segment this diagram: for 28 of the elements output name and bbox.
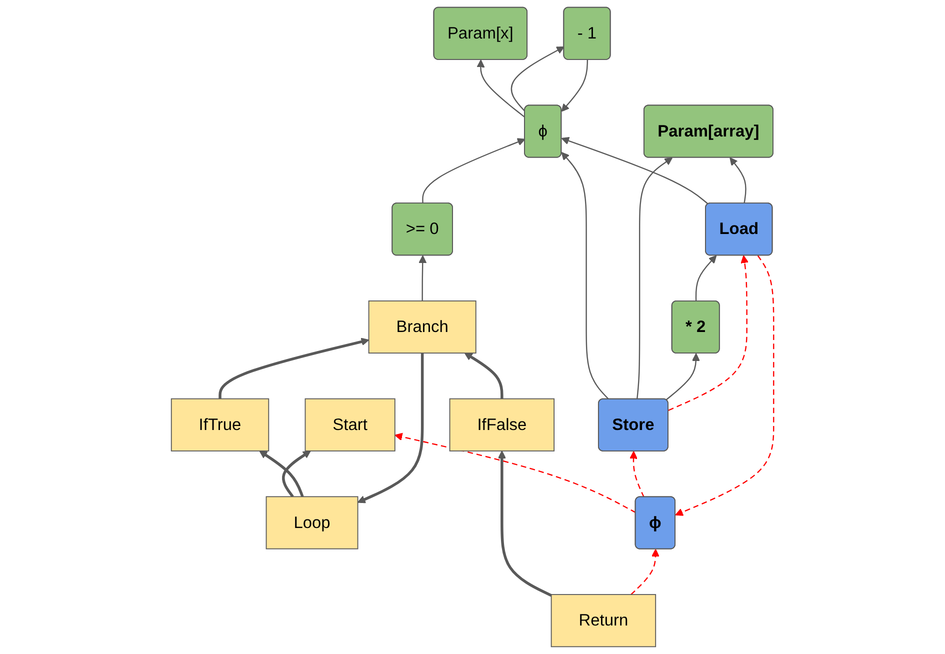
arrow [418, 255, 427, 301]
arrow [464, 352, 504, 399]
arrow [394, 432, 636, 514]
node-box: Return [550, 594, 656, 648]
node-box: Loop [266, 496, 358, 550]
arrow [357, 353, 424, 504]
arrow [218, 338, 370, 399]
arrow [636, 157, 673, 400]
node-box: IfFalse [449, 398, 555, 452]
arrow [476, 60, 526, 118]
arrow [282, 450, 311, 498]
arrow [561, 136, 709, 205]
arrow [675, 255, 774, 516]
arrow [630, 451, 644, 498]
arrow [695, 255, 717, 302]
arrow [666, 353, 700, 400]
arrow [259, 450, 304, 498]
node-box: IfTrue [170, 398, 270, 452]
arrow [668, 255, 749, 411]
node-box: Branch [368, 300, 476, 354]
arrow [630, 548, 660, 595]
arrow [510, 46, 564, 112]
arrow [422, 138, 526, 204]
arrow [498, 450, 552, 597]
node-box: Start [304, 398, 396, 452]
arrow [730, 157, 746, 204]
arrow [561, 60, 588, 112]
arrow [561, 152, 610, 400]
